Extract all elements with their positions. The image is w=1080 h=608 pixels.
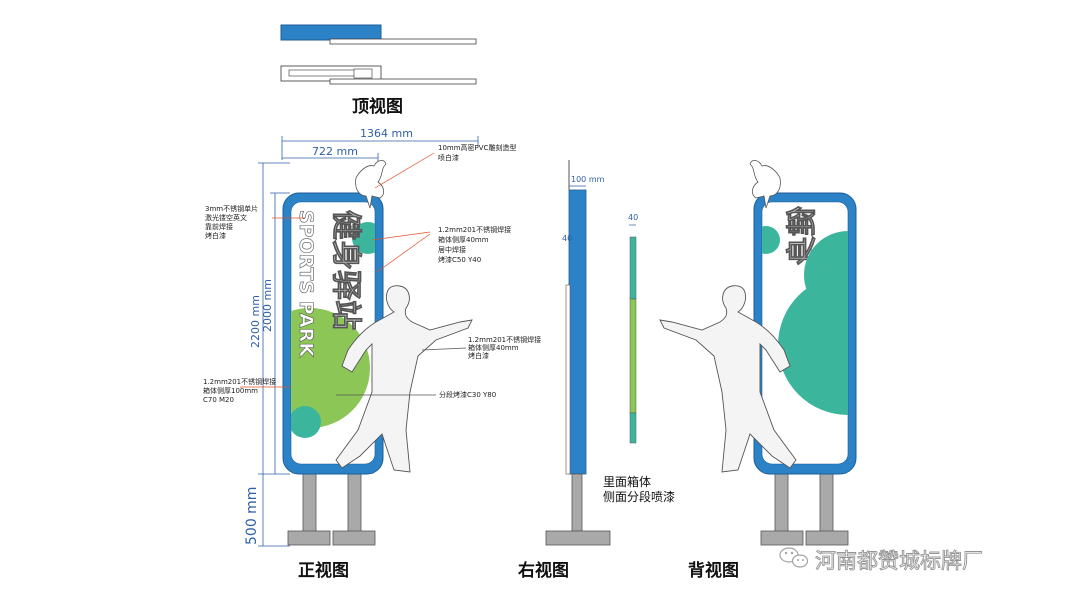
depth-dimension: 100 mm xyxy=(571,175,605,184)
front-view-title: 正视图 xyxy=(298,560,349,581)
front-right-base xyxy=(332,530,376,546)
text-note-line-3: 靠前焊接 xyxy=(205,222,233,231)
side-strip-segment-1 xyxy=(629,236,637,300)
front-teal-circle-top xyxy=(352,222,375,254)
top-view-plate xyxy=(329,38,477,45)
box-note-line-2: 箱体侧厚100mm xyxy=(203,386,258,395)
figure-note-line-3: 烤白漆 xyxy=(468,351,489,360)
box-note-line-3: C70 M20 xyxy=(203,396,234,404)
side-40-dimension-a: 40 xyxy=(562,234,572,243)
pvc-note-line-1: 10mm高密PVC雕刻造型 xyxy=(438,143,516,152)
back-right-base xyxy=(805,530,849,546)
front-person-figure xyxy=(335,285,473,473)
front-left-post xyxy=(302,473,317,533)
back-bird-icon xyxy=(749,160,781,209)
sign-chinese-text: 健身驿站 xyxy=(328,210,363,330)
rear-note-line-2: 侧面分段喷漆 xyxy=(603,489,675,504)
top-view-section-plate xyxy=(329,78,477,85)
inner-note-line-2: 箱体侧厚40mm xyxy=(438,235,489,244)
right-view-title: 右视图 xyxy=(518,560,569,581)
back-person-figure xyxy=(659,285,797,473)
front-green-circle xyxy=(291,308,370,428)
back-right-post xyxy=(819,473,834,533)
inner-note-line-3: 居中焊接 xyxy=(438,245,466,254)
pvc-note-line-2: 喷白漆 xyxy=(438,153,459,162)
right-view: 100 mm 40 40 里面箱体 侧面分段喷漆 右视图 xyxy=(518,160,675,581)
rear-note-line-1: 里面箱体 xyxy=(603,474,651,489)
leg-height-dimension: 500 mm xyxy=(244,487,260,545)
side-strip-segment-2 xyxy=(629,298,637,414)
half-width-dimension: 722 mm xyxy=(312,145,358,158)
right-view-post xyxy=(571,473,583,532)
back-teal-circle-large xyxy=(778,275,848,415)
top-view: 顶视图 xyxy=(280,24,477,117)
watermark-text: 河南都赞城标牌厂 xyxy=(815,549,983,573)
back-view-title: 背视图 xyxy=(688,560,739,581)
inner-note-line-1: 1.2mm201不锈钢焊接 xyxy=(438,225,511,234)
sign-english-text: SPORTS PARK xyxy=(295,210,317,358)
top-view-box xyxy=(280,24,382,41)
text-note-line-2: 激光镂空英文 xyxy=(205,213,247,222)
back-view: 健身 背视图 xyxy=(659,160,857,581)
right-view-inner-strip xyxy=(565,284,571,475)
front-teal-circle-bottom xyxy=(291,406,321,438)
top-view-title: 顶视图 xyxy=(352,96,403,117)
watermark: 河南都赞城标牌厂 xyxy=(779,547,983,573)
wechat-icon xyxy=(779,547,809,568)
figure-note-line-1: 1.2mm201不锈钢焊接 xyxy=(468,335,541,344)
total-width-dimension: 1364 mm xyxy=(360,127,413,140)
back-teal-circle-top xyxy=(804,231,848,319)
right-view-base xyxy=(545,530,611,546)
box-note-line-1: 1.2mm201不锈钢焊接 xyxy=(203,377,276,386)
right-view-box xyxy=(568,189,587,475)
top-view-section-notch xyxy=(353,68,373,79)
inner-note-line-4: 烤漆C50 Y40 xyxy=(438,255,481,264)
front-bird-icon xyxy=(355,160,387,209)
text-note-line-4: 烤白漆 xyxy=(205,231,226,240)
front-left-base xyxy=(287,530,331,546)
front-dimension-lines xyxy=(258,136,479,547)
back-left-post xyxy=(774,473,789,533)
top-view-section-inner xyxy=(288,69,360,77)
side-40-dimension-b: 40 xyxy=(628,213,638,222)
back-left-base xyxy=(760,530,804,546)
side-strip-segment-3 xyxy=(629,412,637,444)
back-teal-circle-small xyxy=(762,226,780,254)
paint-note: 分段烤漆C30 Y80 xyxy=(439,390,496,399)
text-note-line-1: 3mm不锈钢单片 xyxy=(205,204,258,213)
front-leader-lines xyxy=(240,152,467,396)
front-right-post xyxy=(347,473,362,533)
total-height-dimension: 2200 mm xyxy=(249,295,262,348)
front-view: 1364 mm 722 mm 2200 mm 2000 mm 500 mm 健身… xyxy=(203,127,541,581)
box-height-dimension: 2000 mm xyxy=(261,279,274,332)
figure-note-line-2: 箱体侧厚40mm xyxy=(468,343,519,352)
